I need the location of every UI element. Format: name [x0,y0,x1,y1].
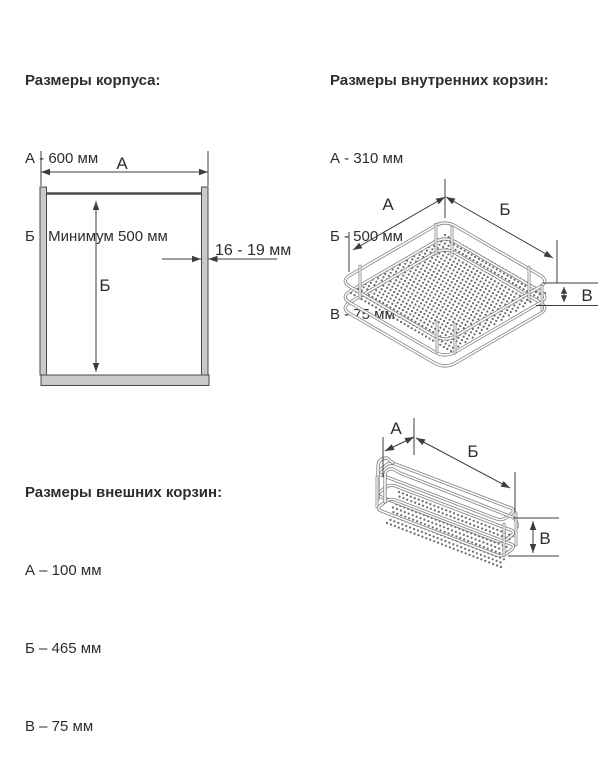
arrowhead [560,295,568,302]
body-dimensions-title: Размеры корпуса: [25,72,161,89]
outer-baskets-dimensions-title: Размеры внешних корзин: [25,484,223,501]
outer-basket-dimension-a: А – 100 мм [25,562,102,579]
inner-basket-dimension-a: А - 310 мм [330,150,404,167]
arrowhead [529,544,537,553]
dimension-line [415,437,511,489]
cabinet-diagram: А Б 16 - 19 мм [39,151,291,386]
basket-wire-core [377,457,394,500]
dimension-line [445,196,554,259]
arrowhead [199,168,208,176]
arrowhead [543,250,553,258]
panel-thickness-note: 16 - 19 мм [215,242,291,259]
inner-basket-depth-label: А [382,195,394,214]
outer-basket-dimension-v: В – 75 мм [25,718,94,735]
inner-basket-diagram: А Б В [343,179,598,368]
cabinet-dimension-lines [40,151,277,372]
outer-basket-width-label: Б [467,442,478,461]
arrowhead [404,437,414,444]
inner-basket-dimension-b: Б - 500 мм [330,228,403,245]
arrowhead [353,242,363,250]
arrowhead [500,480,510,488]
outer-basket-dimension-b: Б – 465 мм [25,640,102,657]
outer-basket-height-label: В [539,529,550,548]
cabinet-right-panel [201,186,209,376]
inner-basket-drawing [343,179,598,368]
arrowhead [529,521,537,530]
cabinet-left-panel [39,186,47,376]
arrowhead [92,363,100,372]
inner-basket-height-label: В [581,286,592,305]
arrowhead [208,255,218,263]
arrowhead [41,168,50,176]
basket-wire-core [377,498,515,557]
arrowhead [192,255,201,263]
arrowhead [385,444,395,451]
inner-basket-width-label: Б [499,200,510,219]
arrowhead [560,287,568,294]
outer-basket-diagram: А Б В [375,418,559,569]
arrowhead [92,201,100,210]
arrowhead [435,197,445,205]
cabinet-height-label: Б [99,276,110,295]
arrowhead [446,197,456,205]
body-dimension-b: Б - Минимум 500 мм [25,228,168,245]
body-dimension-a: А - 600 мм [25,150,99,167]
dimension-line [352,196,446,251]
body-dimensions-block: Размеры корпуса: А - 600 мм Б - Минимум … [25,16,168,276]
basket-mesh [349,233,547,353]
outer-basket-drawing [375,418,559,569]
arrowhead [416,438,426,446]
diagrams-canvas: А Б 16 - 19 мм А Б В А Б В [39,151,598,569]
cabinet-bottom-panel [40,374,210,386]
outer-basket-depth-label: А [390,419,402,438]
cabinet-width-label: А [116,154,128,173]
inner-baskets-dimensions-title: Размеры внутренних корзин: [330,72,549,89]
